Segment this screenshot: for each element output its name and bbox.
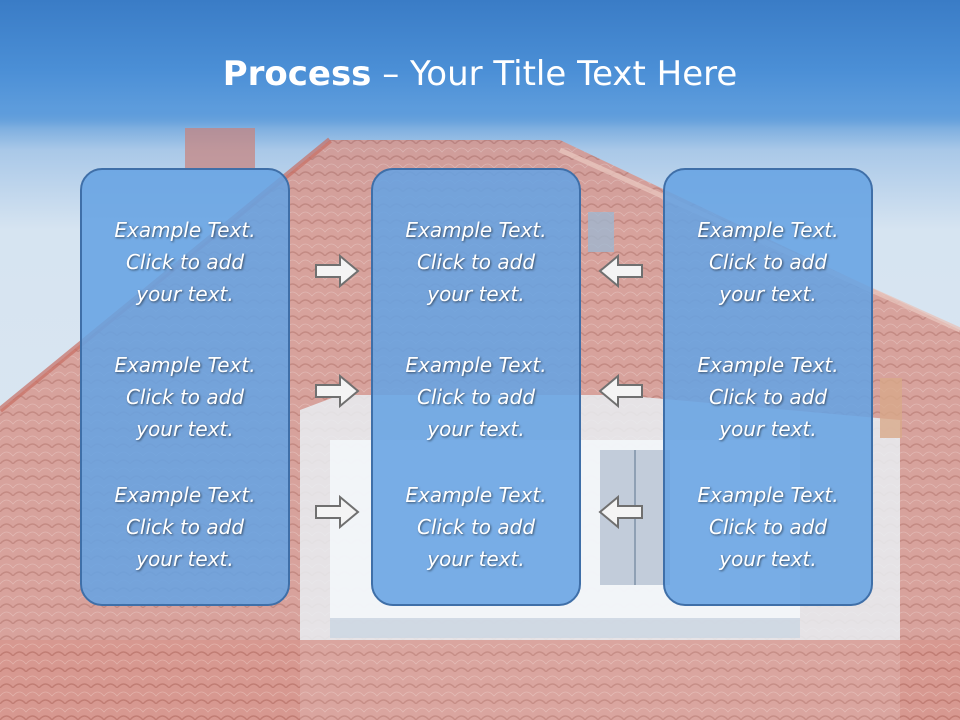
box-3-text-3[interactable]: Example Text. Click to add your text.	[665, 479, 871, 575]
text-line: Click to add	[708, 515, 828, 539]
box-2-text-1[interactable]: Example Text. Click to add your text.	[373, 214, 579, 310]
box-2-text-3[interactable]: Example Text. Click to add your text.	[373, 479, 579, 575]
title-band	[0, 0, 960, 128]
text-line: your text.	[427, 417, 525, 441]
text-line: Example Text.	[697, 218, 839, 242]
text-line: Click to add	[708, 385, 828, 409]
slide-title[interactable]: Process – Your Title Text Here	[0, 52, 960, 96]
process-box-3[interactable]: Example Text. Click to add your text. Ex…	[663, 168, 873, 606]
left-arrow-icon	[598, 253, 643, 289]
text-line: Click to add	[125, 385, 245, 409]
process-box-1[interactable]: Example Text. Click to add your text. Ex…	[80, 168, 290, 606]
text-line: your text.	[136, 547, 234, 571]
text-line: your text.	[719, 417, 817, 441]
box-1-text-3[interactable]: Example Text. Click to add your text.	[82, 479, 288, 575]
text-line: your text.	[136, 417, 234, 441]
text-line: Example Text.	[405, 218, 547, 242]
text-line: your text.	[427, 282, 525, 306]
text-line: Click to add	[708, 250, 828, 274]
text-line: Click to add	[125, 250, 245, 274]
box-1-text-2[interactable]: Example Text. Click to add your text.	[82, 349, 288, 445]
box-3-text-1[interactable]: Example Text. Click to add your text.	[665, 214, 871, 310]
text-line: Example Text.	[114, 483, 256, 507]
text-line: Click to add	[125, 515, 245, 539]
title-rest-part: – Your Title Text Here	[371, 54, 738, 94]
text-line: Example Text.	[114, 353, 256, 377]
right-arrow-icon	[315, 494, 360, 530]
text-line: your text.	[719, 547, 817, 571]
title-bold-part: Process	[222, 54, 372, 94]
box-2-text-2[interactable]: Example Text. Click to add your text.	[373, 349, 579, 445]
process-box-2[interactable]: Example Text. Click to add your text. Ex…	[371, 168, 581, 606]
right-arrow-icon	[315, 253, 360, 289]
text-line: your text.	[136, 282, 234, 306]
text-line: Click to add	[416, 515, 536, 539]
right-arrow-icon	[315, 373, 360, 409]
text-line: Example Text.	[405, 353, 547, 377]
box-1-text-1[interactable]: Example Text. Click to add your text.	[82, 214, 288, 310]
text-line: Click to add	[416, 250, 536, 274]
text-line: Example Text.	[697, 483, 839, 507]
box-3-text-2[interactable]: Example Text. Click to add your text.	[665, 349, 871, 445]
text-line: your text.	[719, 282, 817, 306]
text-line: Example Text.	[405, 483, 547, 507]
text-line: your text.	[427, 547, 525, 571]
left-arrow-icon	[598, 373, 643, 409]
text-line: Example Text.	[114, 218, 256, 242]
text-line: Example Text.	[697, 353, 839, 377]
left-arrow-icon	[598, 494, 643, 530]
text-line: Click to add	[416, 385, 536, 409]
